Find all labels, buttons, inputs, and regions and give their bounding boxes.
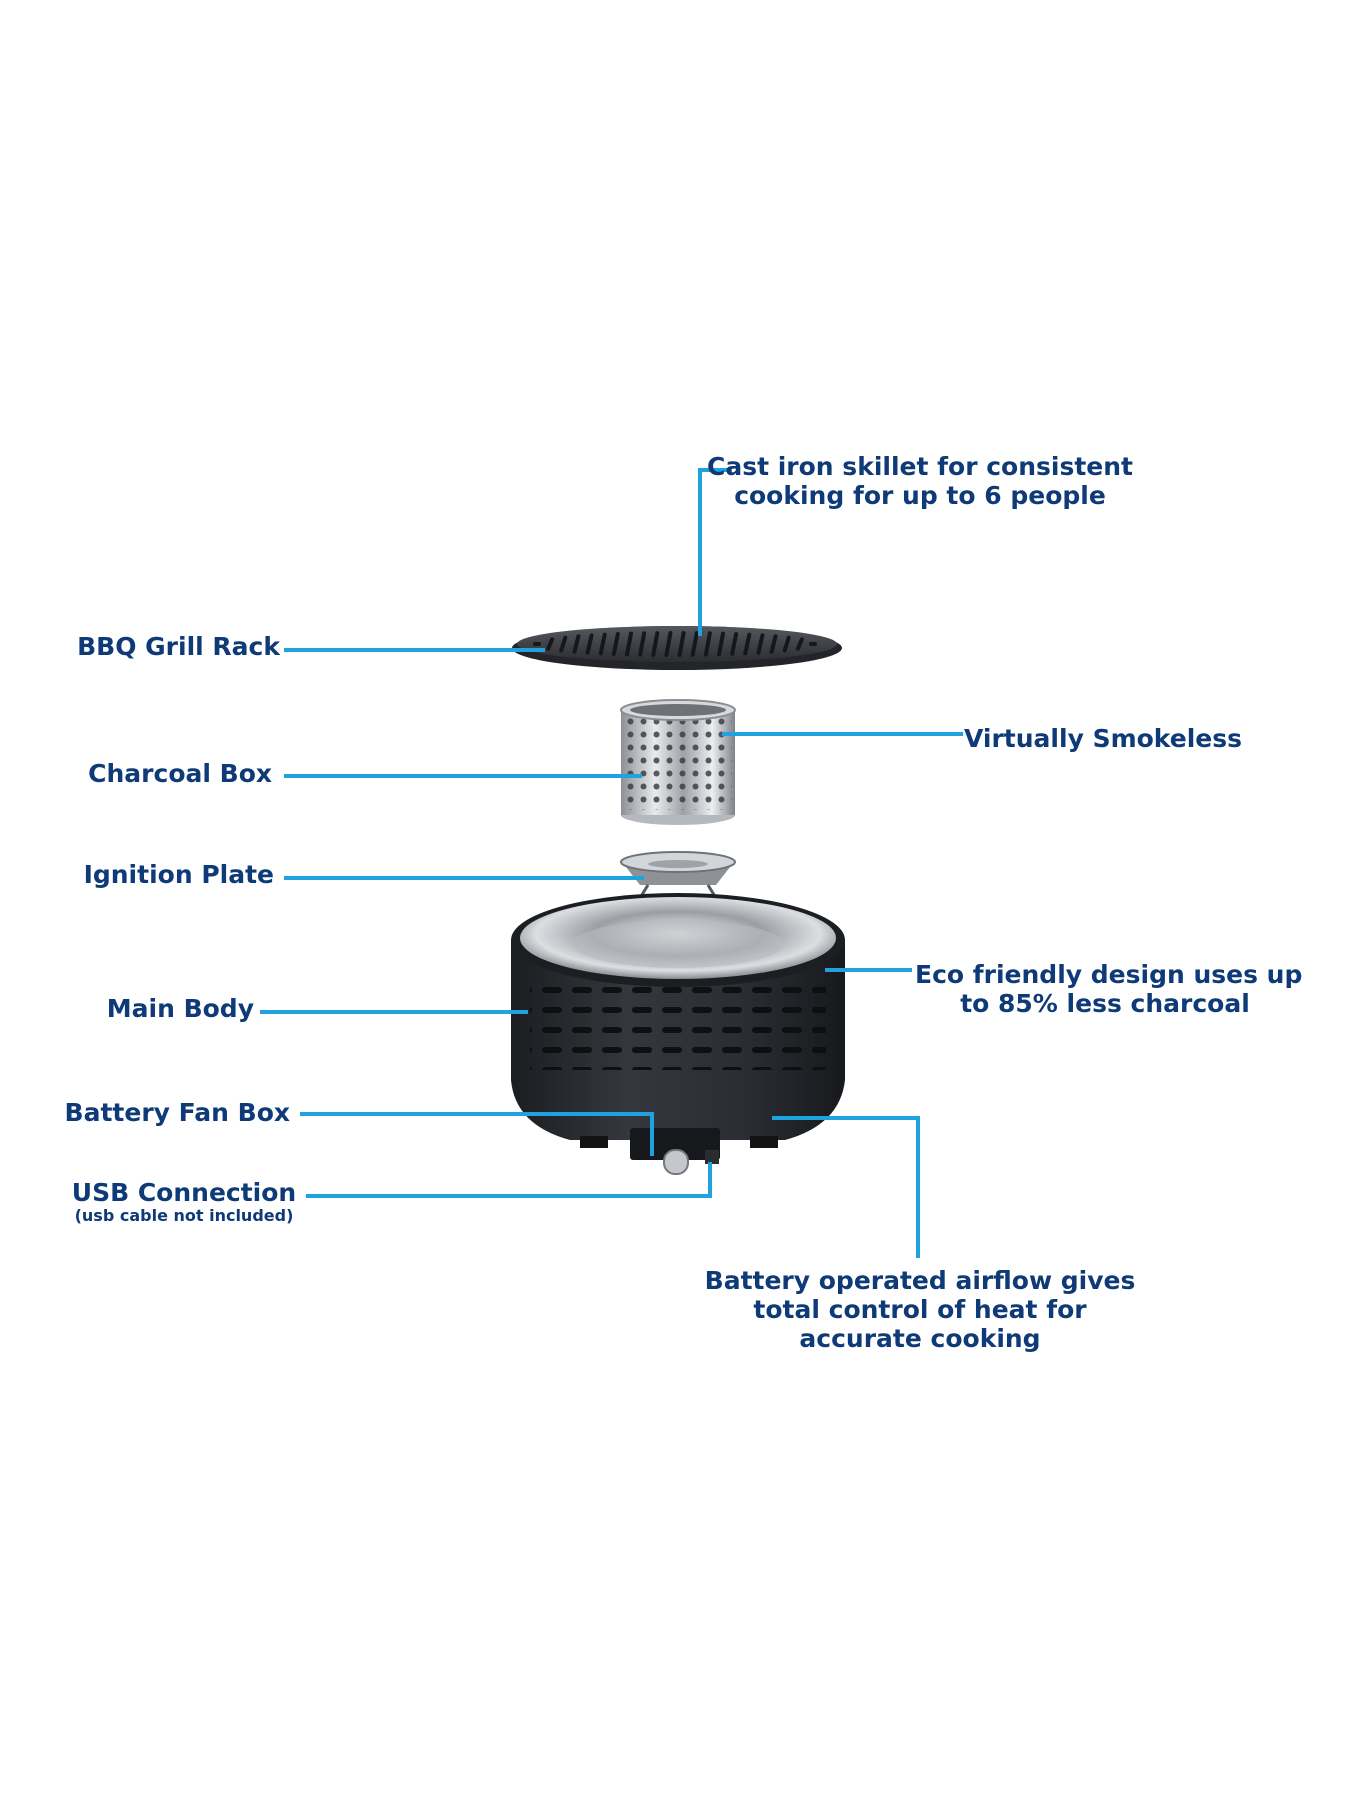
- grill-slot: [611, 632, 620, 656]
- label-charcoal-box: Charcoal Box: [40, 759, 272, 788]
- grill-slot: [585, 633, 594, 655]
- label-ignition-plate: Ignition Plate: [40, 860, 274, 889]
- grill-slot: [795, 637, 804, 651]
- label-grill-rack: BBQ Grill Rack: [40, 632, 280, 661]
- label-airflow-line1: Battery operated airflow gives: [704, 1266, 1136, 1295]
- ignition-plate-illustration: [620, 851, 736, 899]
- grill-slot: [703, 631, 712, 657]
- label-eco: Eco friendly design uses up to 85% less …: [915, 960, 1303, 1018]
- label-ignition-plate-text: Ignition Plate: [83, 860, 274, 889]
- label-main-body: Main Body: [40, 994, 254, 1023]
- label-main-body-text: Main Body: [106, 994, 254, 1023]
- main-body-illustration: [511, 893, 845, 1175]
- label-smokeless-text: Virtually Smokeless: [964, 724, 1242, 753]
- leader-usb: [306, 1162, 712, 1198]
- label-airflow-line3: accurate cooking: [799, 1324, 1041, 1353]
- leader-airflow: [772, 1116, 920, 1258]
- label-skillet: Cast iron skillet for consistent cooking…: [700, 452, 1140, 510]
- grill-rack-illustration: [512, 626, 842, 670]
- label-airflow-line2: total control of heat for: [753, 1295, 1087, 1324]
- label-eco-line2: to 85% less charcoal: [960, 989, 1250, 1018]
- grill-slot: [664, 631, 673, 657]
- label-battery-fan-box: Battery Fan Box: [40, 1098, 290, 1127]
- grill-slot: [756, 633, 765, 655]
- grill-slot: [546, 637, 555, 651]
- leader-lines: [260, 468, 963, 1258]
- leader-skillet: [698, 468, 732, 636]
- label-grill-rack-text: BBQ Grill Rack: [77, 632, 280, 661]
- label-eco-line1: Eco friendly design uses up: [915, 960, 1303, 989]
- grill-slot: [730, 632, 739, 656]
- grill-slot: [769, 634, 778, 654]
- label-skillet-line1: Cast iron skillet for consistent: [706, 452, 1133, 481]
- grill-slot: [717, 631, 725, 657]
- grill-slot: [638, 631, 647, 657]
- grill-slot: [598, 632, 607, 656]
- grill-slot: [782, 635, 791, 653]
- grill-slot: [572, 634, 581, 654]
- grill-slot: [677, 631, 686, 657]
- charcoal-box-illustration: [620, 699, 736, 825]
- grill-slot: [743, 632, 752, 656]
- leader-battery-fan-box: [300, 1112, 654, 1156]
- grill-slot: [625, 631, 633, 657]
- label-usb-title: USB Connection: [71, 1178, 297, 1207]
- label-battery-fan-box-text: Battery Fan Box: [64, 1098, 290, 1127]
- label-smokeless: Virtually Smokeless: [964, 724, 1242, 753]
- label-usb: USB Connection (usb cable not included): [64, 1178, 304, 1225]
- label-airflow: Battery operated airflow gives total con…: [700, 1266, 1140, 1353]
- grill-slot: [651, 631, 660, 657]
- grill-slot: [559, 635, 568, 653]
- label-charcoal-box-text: Charcoal Box: [88, 759, 272, 788]
- label-usb-note: (usb cable not included): [74, 1206, 294, 1225]
- grill-rack-slots: [533, 631, 817, 657]
- grill-slot: [690, 631, 699, 657]
- label-skillet-line2: cooking for up to 6 people: [734, 481, 1106, 510]
